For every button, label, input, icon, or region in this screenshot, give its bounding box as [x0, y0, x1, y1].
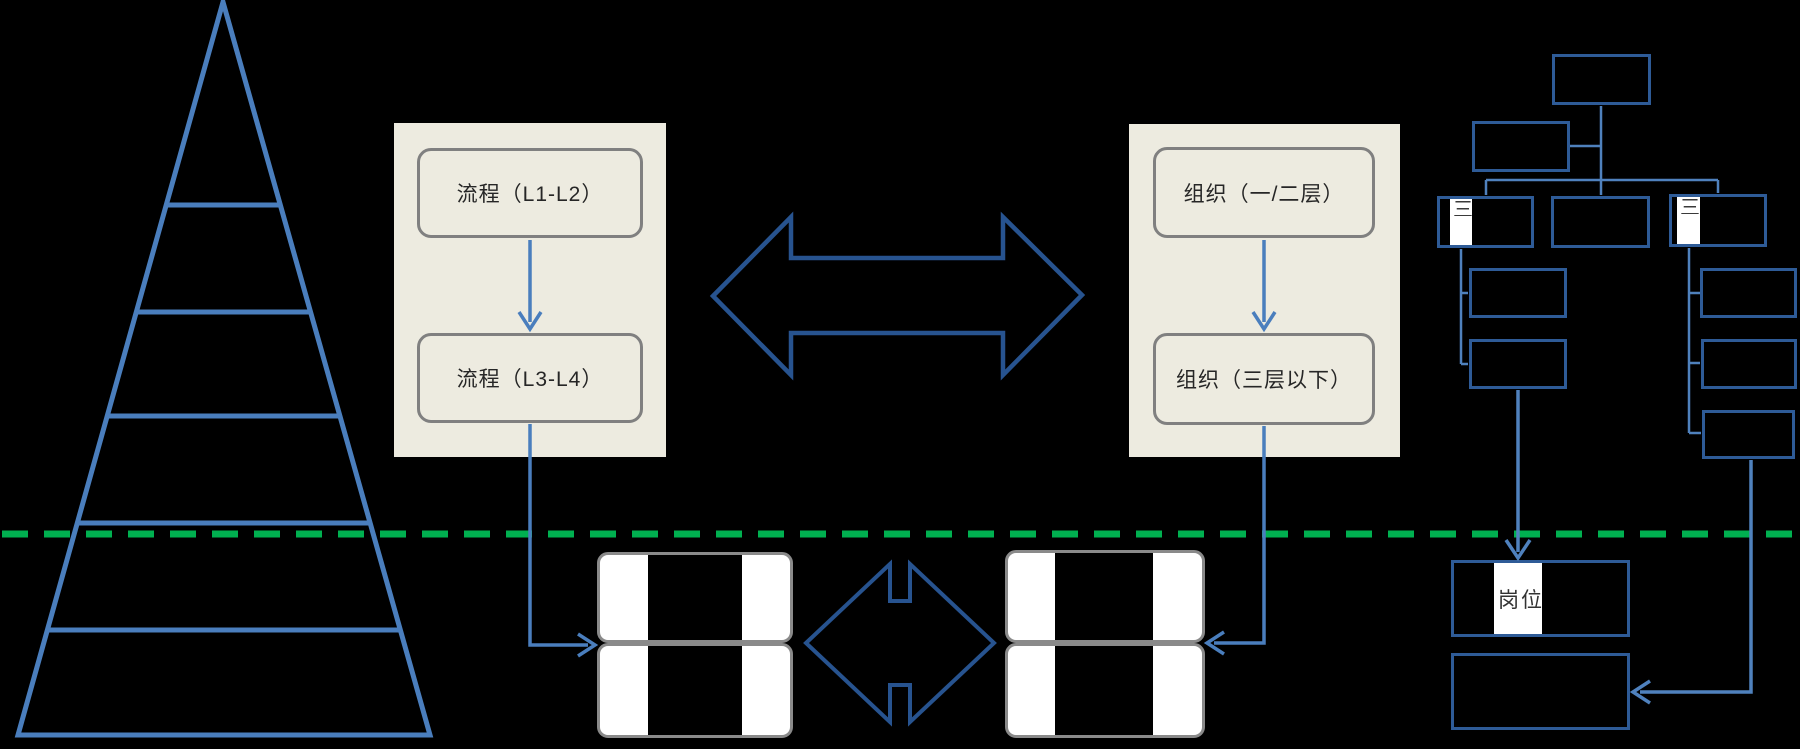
post-box-label: 岗位 — [1498, 588, 1542, 612]
orgchart-sub-left-1 — [1469, 268, 1567, 318]
text-highlight-stripe: 三 — [1677, 197, 1700, 244]
process-l1-l2-box: 流程（L1-L2） — [417, 148, 643, 238]
process-l1-l2-label: 流程（L1-L2） — [456, 183, 604, 206]
card-dark-band — [1055, 553, 1153, 640]
org-to-post-detail-arrow — [1629, 460, 1753, 705]
org-level1-2-label: 组织（一/二层） — [1183, 182, 1345, 206]
dept-left-fragment: 三 — [1453, 199, 1472, 216]
text-highlight-stripe: 岗位 — [1494, 563, 1542, 634]
pyramid — [14, 0, 434, 738]
double-arrow-horizontal — [709, 211, 1086, 381]
card-dark-band — [648, 555, 742, 640]
process-to-card-connector — [528, 424, 599, 658]
orgchart-sub-right-1 — [1700, 268, 1797, 318]
org-to-post-arrow — [1504, 390, 1532, 562]
process-card-bottom-left — [597, 643, 793, 738]
card-dark-band — [1055, 646, 1153, 735]
org-level1-2-box: 组织（一/二层） — [1153, 147, 1375, 238]
orgchart-sub-right-2 — [1701, 339, 1797, 389]
post-detail-box — [1451, 653, 1630, 730]
double-arrow-vertical-diamond — [803, 559, 997, 727]
card-dark-band — [648, 646, 742, 735]
orgchart-dept-right-box: 三 — [1669, 194, 1767, 247]
org-to-card-connector — [1203, 426, 1266, 656]
dept-right-fragment: 三 — [1680, 197, 1700, 214]
orgchart-staff-box — [1472, 121, 1570, 172]
org-card-top-right — [1005, 550, 1205, 643]
orgchart-dept-middle-box — [1551, 196, 1650, 248]
orgchart-root-box — [1552, 54, 1651, 105]
org-card-bottom-right — [1005, 643, 1205, 738]
orgchart-sub-right-3 — [1702, 410, 1795, 459]
orgchart-dept-left-box: 三 — [1437, 196, 1534, 248]
process-card-top-left — [597, 552, 793, 643]
process-l3-l4-box: 流程（L3-L4） — [417, 333, 643, 423]
orgchart-sub-left-2 — [1469, 339, 1567, 389]
process-l3-l4-label: 流程（L3-L4） — [456, 368, 604, 391]
post-box: 岗位 — [1451, 560, 1630, 637]
text-highlight-stripe: 三 — [1450, 199, 1472, 245]
org-level3-below-box: 组织（三层以下） — [1153, 333, 1375, 425]
pyramid-outline — [14, 0, 434, 738]
org-level3-below-label: 组织（三层以下） — [1176, 369, 1352, 392]
